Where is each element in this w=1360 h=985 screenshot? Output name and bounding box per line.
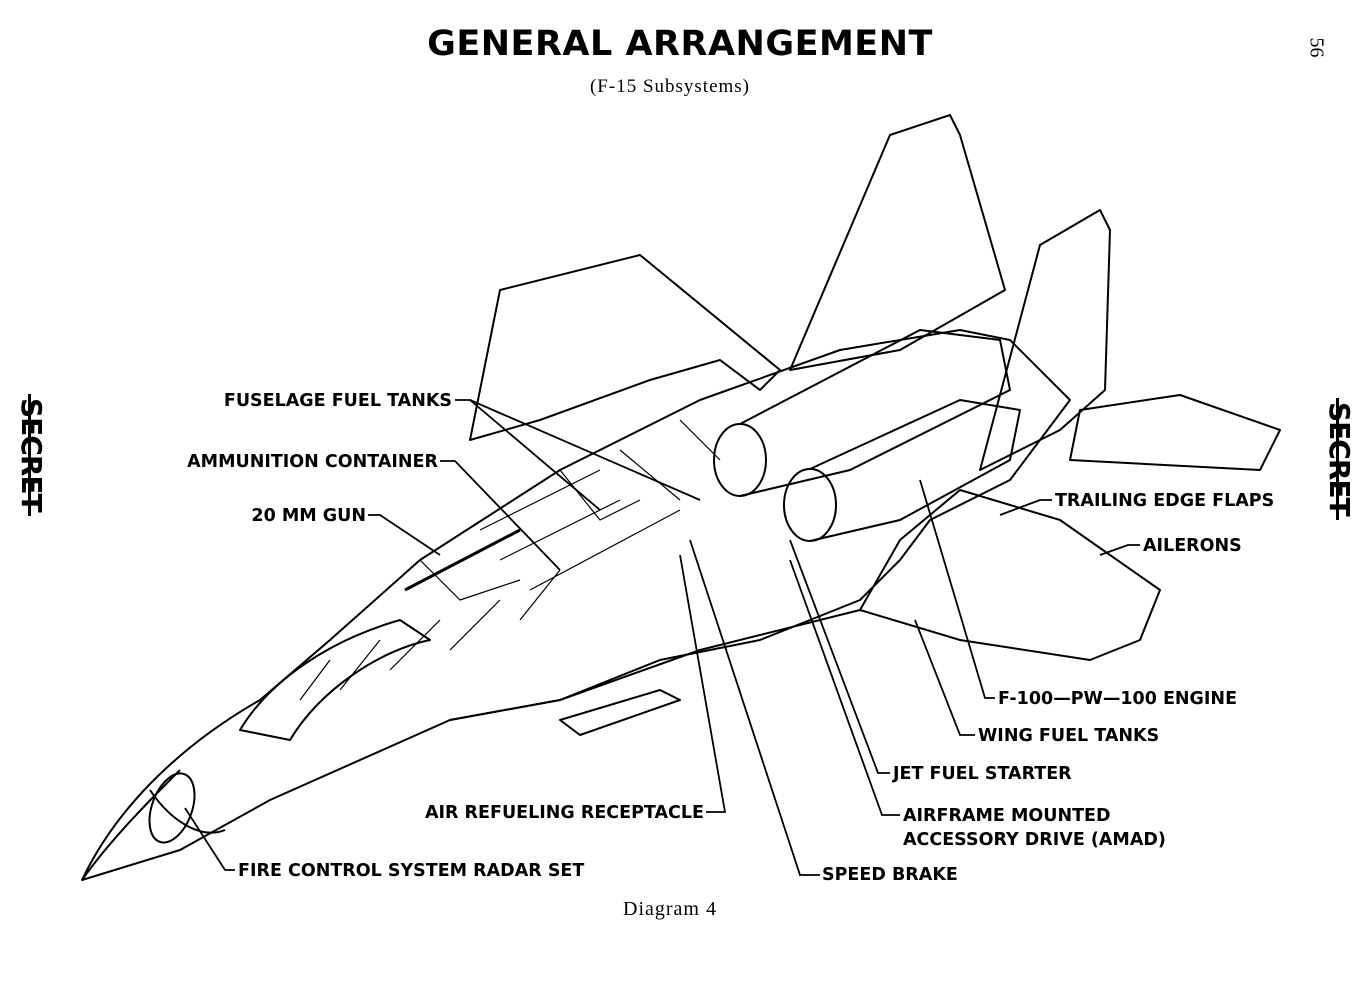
label-20mm-gun: 20 MM GUN — [251, 506, 366, 526]
leader-radar — [184, 807, 235, 871]
canopy — [239, 619, 431, 741]
engine-left-face — [713, 423, 767, 497]
page-title: GENERAL ARRANGEMENT — [427, 24, 933, 64]
label-amad-line1: AIRFRAME MOUNTED — [903, 806, 1111, 826]
leader-speed-brake — [689, 539, 820, 876]
engine-right-case — [809, 399, 1021, 542]
label-air-refueling-receptacle: AIR REFUELING RECEPTACLE — [424, 803, 704, 823]
label-engine: F-100—PW—100 ENGINE — [998, 689, 1238, 709]
leader-wing-fuel-tanks — [914, 619, 975, 736]
label-wing-fuel-tanks: WING FUEL TANKS — [978, 726, 1160, 746]
vertical-tail-right — [979, 209, 1111, 471]
leader-engine — [919, 479, 995, 699]
label-speed-brake: SPEED BRAKE — [822, 865, 958, 885]
left-wing — [469, 254, 781, 441]
leader-ailerons — [1099, 544, 1140, 556]
leader-gun — [368, 514, 441, 556]
gun-barrel — [404, 528, 521, 592]
label-amad-line2: ACCESSORY DRIVE (AMAD) — [903, 830, 1166, 850]
label-ammunition-container: AMMUNITION CONTAINER — [187, 452, 438, 472]
page-subtitle: (F-15 Subsystems) — [589, 76, 751, 97]
engine-left-case — [739, 329, 1011, 497]
label-jet-fuel-starter: JET FUEL STARTER — [893, 764, 1072, 784]
diagram-caption: Diagram 4 — [623, 898, 717, 920]
leader-fuselage-fuel-tanks-2 — [469, 399, 701, 501]
leader-amad — [789, 559, 900, 816]
label-fuselage-fuel-tanks: FUSELAGE FUEL TANKS — [223, 391, 452, 411]
right-wing — [859, 489, 1161, 661]
leader-air-refueling — [679, 554, 727, 813]
radar-dish — [148, 772, 196, 844]
internal-structure — [299, 419, 721, 701]
missile — [559, 689, 681, 736]
nose-cone — [81, 769, 226, 881]
label-trailing-edge-flaps: TRAILING EDGE FLAPS — [1055, 491, 1275, 511]
label-ailerons: AILERONS — [1143, 536, 1242, 556]
label-fire-control-radar: FIRE CONTROL SYSTEM RADAR SET — [238, 861, 585, 881]
horizontal-stabilizer — [1069, 394, 1281, 471]
leader-jet-fuel-starter — [789, 539, 890, 774]
leader-ammunition-container — [440, 460, 561, 571]
vertical-tail-left — [789, 114, 1006, 371]
ventral-line — [449, 609, 861, 721]
leader-trailing-edge-flaps — [999, 499, 1052, 516]
